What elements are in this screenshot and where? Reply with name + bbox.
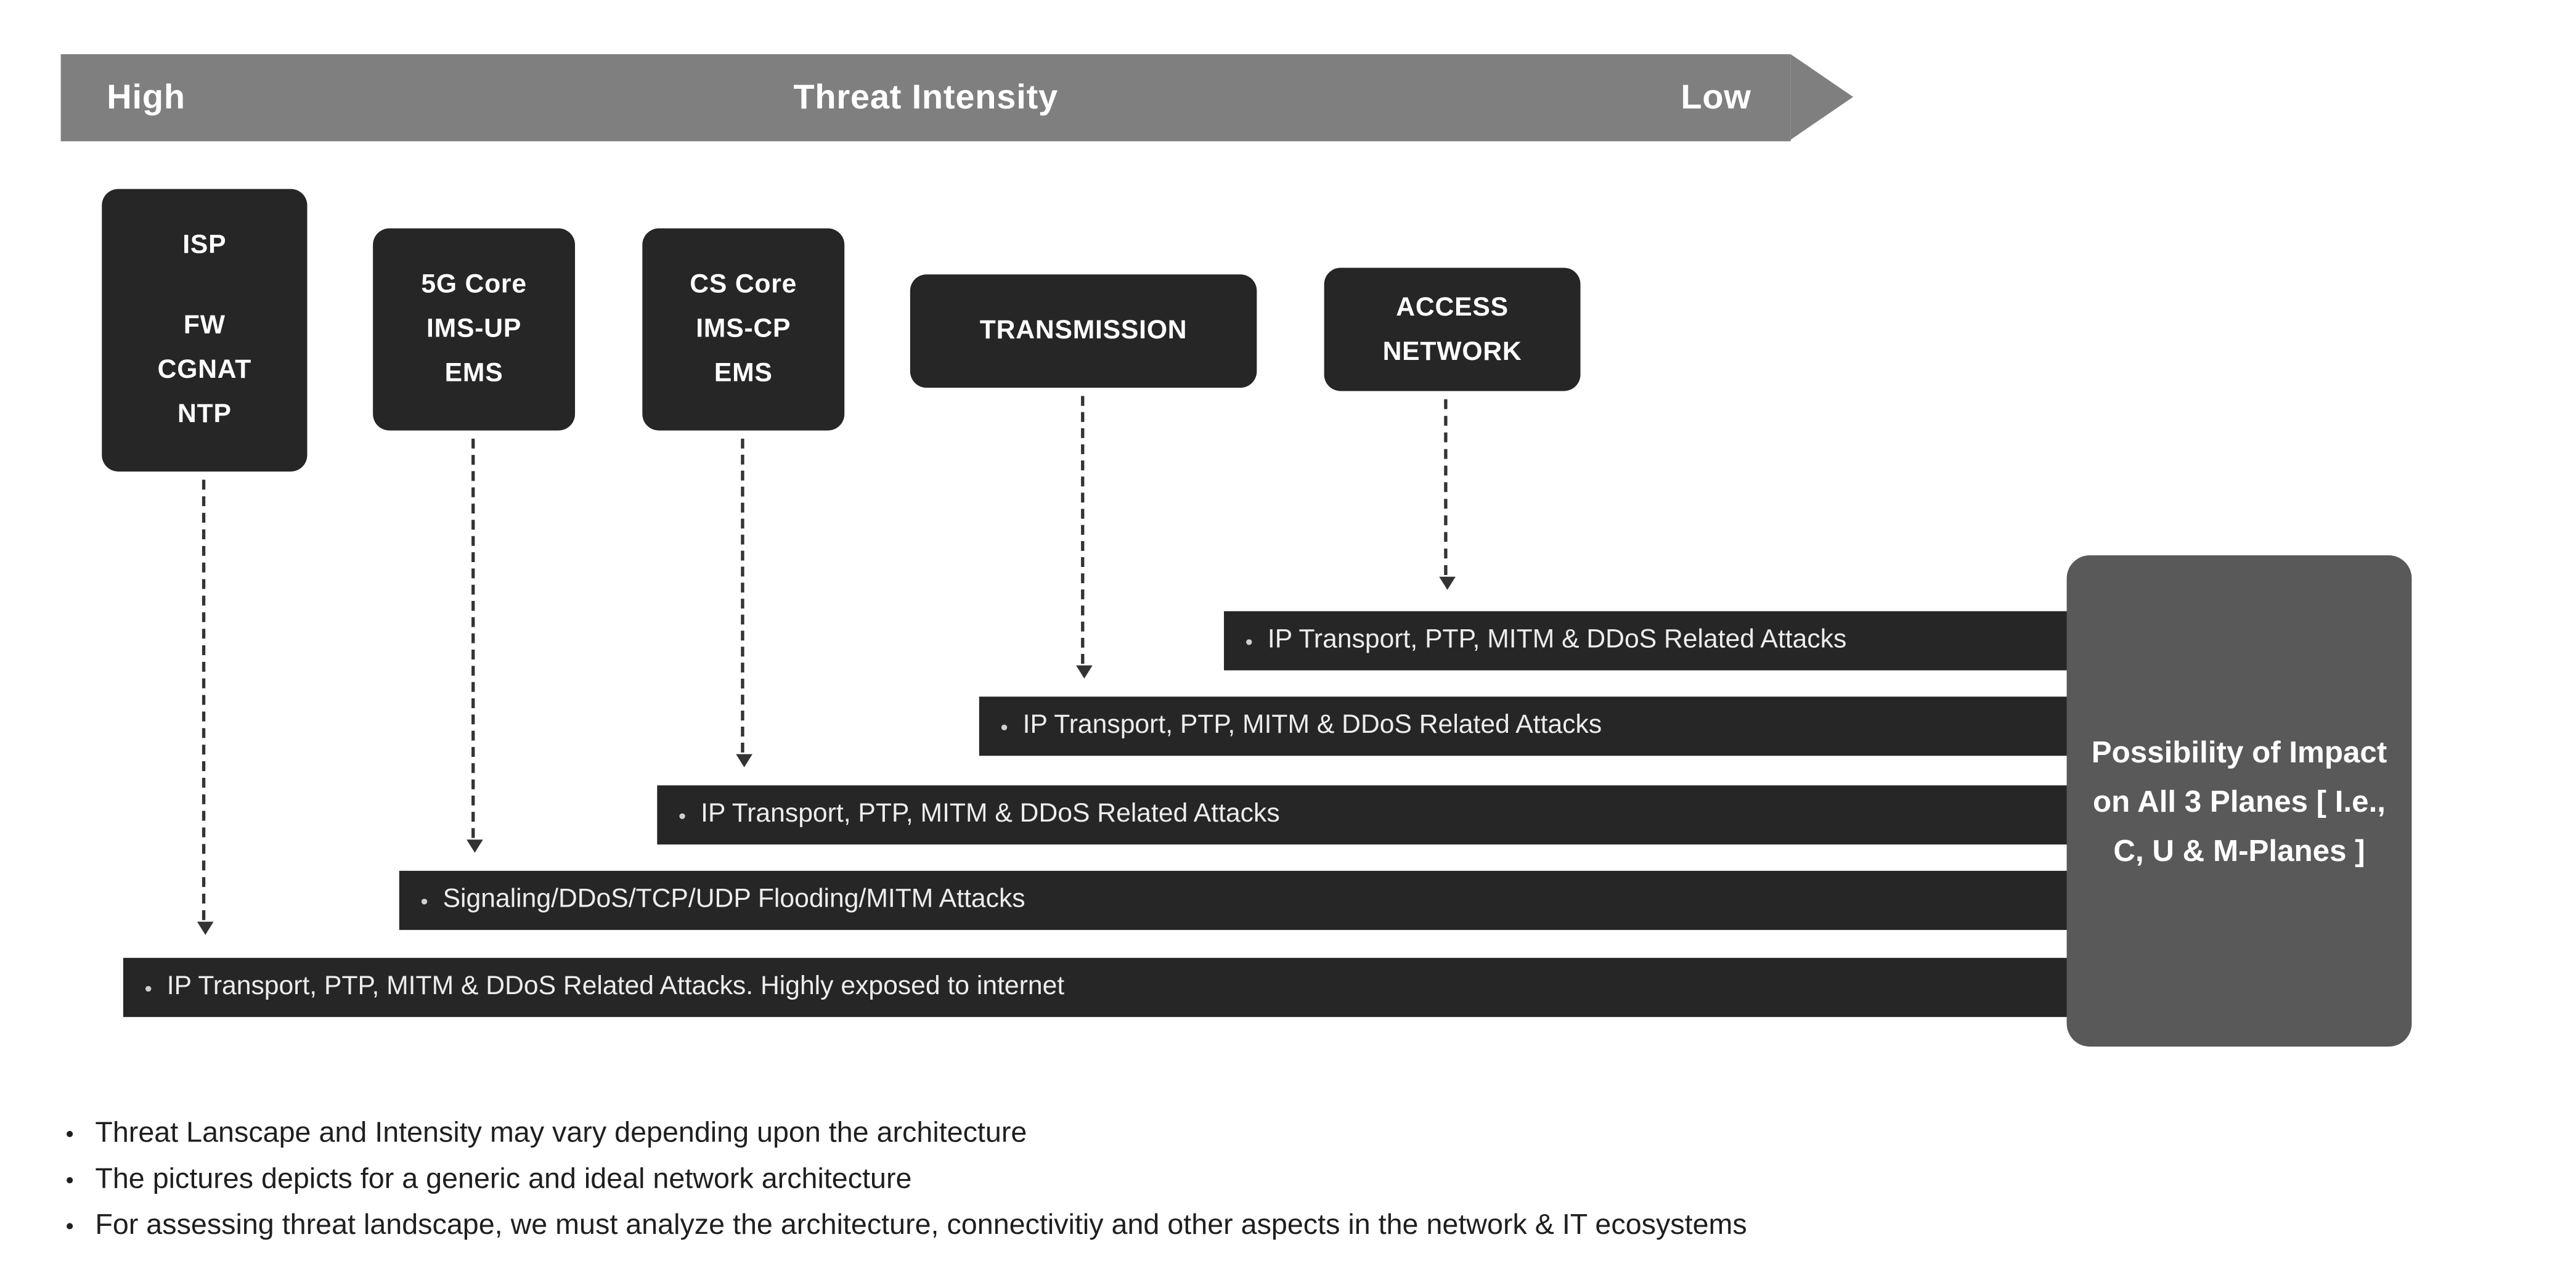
node-transmission: TRANSMISSION xyxy=(910,274,1257,388)
node-label-line: ACCESS xyxy=(1396,293,1509,322)
node-label-line: IMS-UP xyxy=(426,315,522,344)
threat-bar-cs-core: • IP Transport, PTP, MITM & DDoS Related… xyxy=(657,785,2070,845)
threat-bar-label: Signaling/DDoS/TCP/UDP Flooding/MITM Att… xyxy=(442,885,1025,914)
banner-title: Threat Intensity xyxy=(793,78,1058,116)
banner-high-label: High xyxy=(107,78,185,116)
bullet-icon: • xyxy=(1245,628,1253,653)
note-item: • The pictures depicts for a generic and… xyxy=(66,1157,1747,1203)
connector-arrow-access-network xyxy=(1439,399,1456,590)
node-isp: ISP FW CGNAT NTP xyxy=(102,189,308,472)
notes-list: • Threat Lanscape and Intensity may vary… xyxy=(66,1111,1747,1249)
node-label-line: 5G Core xyxy=(421,271,527,300)
node-label-line: CS Core xyxy=(690,271,797,300)
threat-bar-label: IP Transport, PTP, MITM & DDoS Related A… xyxy=(1267,626,1847,654)
threat-bar-label: IP Transport, PTP, MITM & DDoS Related A… xyxy=(166,973,1065,1001)
node-label-line: FW xyxy=(183,312,226,340)
node-label-line: ISP xyxy=(182,231,227,260)
note-text: For assessing threat landscape, we must … xyxy=(95,1207,1747,1241)
node-label-line: IMS-CP xyxy=(696,315,791,344)
note-text: Threat Lanscape and Intensity may vary d… xyxy=(95,1116,1027,1149)
node-cs-core: CS Core IMS-CP EMS xyxy=(642,228,845,431)
bullet-icon: • xyxy=(678,802,687,828)
connector-arrow-isp xyxy=(197,480,214,935)
connector-arrow-transmission xyxy=(1076,396,1093,679)
node-label-line: TRANSMISSION xyxy=(979,317,1188,345)
connector-arrow-cs-core xyxy=(736,438,752,767)
threat-bar-5g-core: • Signaling/DDoS/TCP/UDP Flooding/MITM A… xyxy=(399,870,2070,930)
node-5g-core: 5G Core IMS-UP EMS xyxy=(373,228,576,431)
node-label-line: EMS xyxy=(714,359,773,388)
connector-arrow-5g-core xyxy=(467,438,483,853)
banner-low-label: Low xyxy=(1681,78,1751,116)
threat-bar-transmission: • IP Transport, PTP, MITM & DDoS Related… xyxy=(979,696,2070,756)
impact-box: Possibility of Impact on All 3 Planes [ … xyxy=(2066,555,2412,1047)
bullet-icon: • xyxy=(144,975,152,1000)
threat-bar-access-network: • IP Transport, PTP, MITM & DDoS Related… xyxy=(1224,611,2070,671)
bullet-icon: • xyxy=(420,888,428,913)
threat-bar-label: IP Transport, PTP, MITM & DDoS Related A… xyxy=(1022,711,1602,740)
node-access-network: ACCESS NETWORK xyxy=(1324,267,1581,391)
node-label-line: EMS xyxy=(444,359,503,388)
bullet-icon: • xyxy=(1000,714,1008,739)
impact-box-text: Possibility of Impact on All 3 Planes [ … xyxy=(2091,733,2387,867)
bullet-icon: • xyxy=(65,1166,74,1193)
bullet-icon: • xyxy=(65,1212,74,1239)
note-item: • Threat Lanscape and Intensity may vary… xyxy=(66,1111,1747,1157)
threat-bar-isp: • IP Transport, PTP, MITM & DDoS Related… xyxy=(123,958,2070,1018)
bullet-icon: • xyxy=(65,1120,74,1147)
threat-bar-label: IP Transport, PTP, MITM & DDoS Related A… xyxy=(701,800,1280,828)
node-label-line: NTP xyxy=(177,401,232,429)
note-text: The pictures depicts for a generic and i… xyxy=(95,1161,912,1195)
threat-intensity-banner: High Threat Intensity Low xyxy=(60,54,1854,142)
node-label-line: CGNAT xyxy=(157,356,252,385)
node-label-line: NETWORK xyxy=(1382,337,1522,366)
note-item: • For assessing threat landscape, we mus… xyxy=(66,1202,1747,1249)
